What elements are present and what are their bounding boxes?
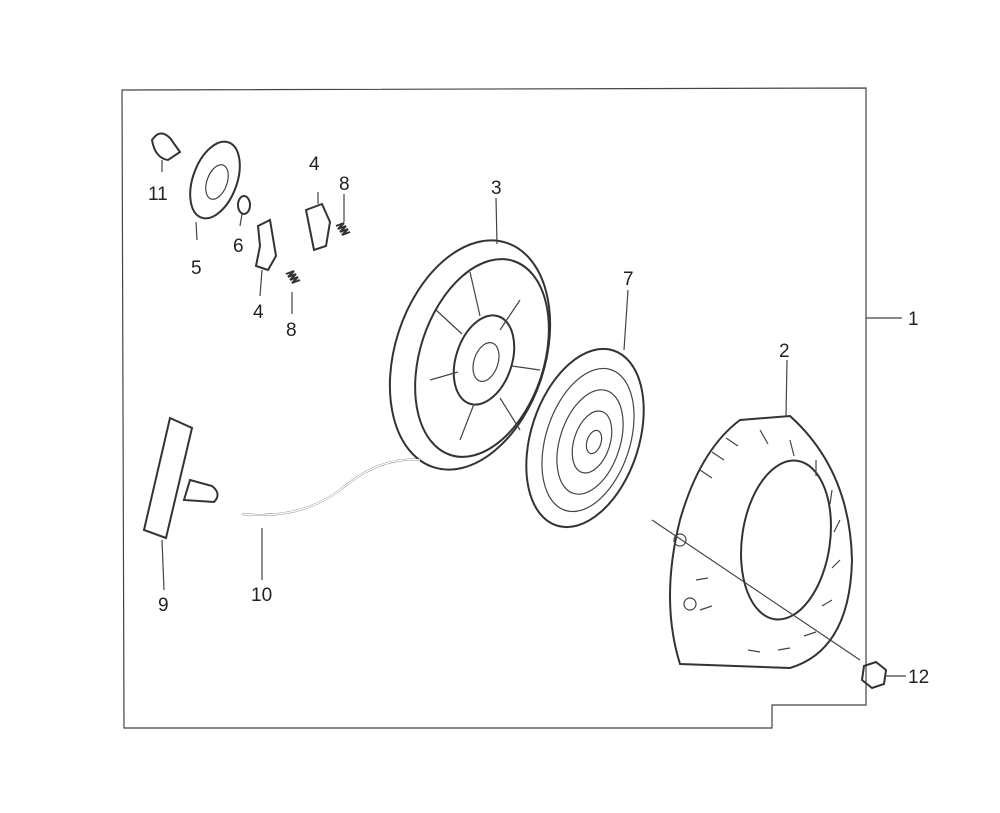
callout-5: 5 — [191, 258, 202, 279]
part-4-pawl-top — [304, 192, 332, 252]
part-9-handle — [142, 416, 219, 591]
part-3-rope-reel — [388, 197, 552, 471]
part-4-pawl-bottom — [254, 218, 278, 297]
callout-9: 9 — [158, 595, 169, 616]
callout-2: 2 — [779, 341, 790, 362]
callout-7: 7 — [623, 269, 634, 290]
part-6-washer — [237, 195, 251, 227]
callout-12: 12 — [908, 667, 929, 688]
callout-10: 10 — [251, 585, 272, 606]
part-8-spring-top — [335, 194, 351, 236]
callout-1: 1 — [908, 309, 919, 330]
callout-8-bottom: 8 — [286, 320, 297, 341]
part-8-spring-bottom — [285, 270, 301, 314]
part-2-starter-case — [651, 359, 861, 670]
assembly-boundary — [121, 87, 867, 729]
callout-4-top: 4 — [309, 154, 320, 175]
callout-6: 6 — [233, 236, 244, 257]
part-10-rope — [241, 458, 421, 580]
part-12-bolt — [860, 660, 906, 690]
part-5-ratchet-plate — [189, 140, 241, 241]
callout-11: 11 — [148, 184, 168, 205]
callout-4-bottom: 4 — [253, 302, 264, 323]
callout-8-top: 8 — [339, 174, 350, 195]
part-7-recoil-spring — [525, 289, 645, 529]
callout-3: 3 — [491, 178, 502, 199]
part-11-cap — [150, 132, 182, 172]
